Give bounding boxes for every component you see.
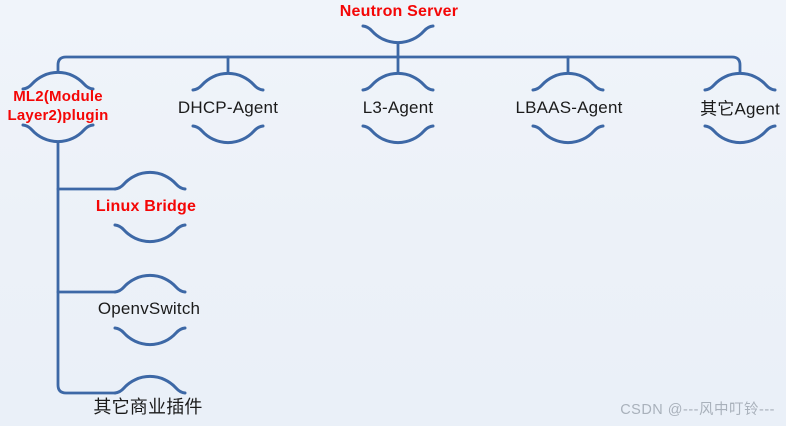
other-agent-node-arc-top bbox=[703, 71, 777, 92]
lbaas-node-arc-top bbox=[531, 71, 605, 92]
openvswitch-label: OpenvSwitch bbox=[97, 299, 201, 318]
ml2-plugin-label-line1: ML2(Module bbox=[13, 88, 103, 105]
other-agent-node-arc-bottom bbox=[703, 124, 777, 145]
neutron-server-node-arc bbox=[361, 24, 435, 45]
ml2-plugin-label-line2: Layer2)plugin bbox=[7, 107, 109, 124]
openvswitch-node-arc-bottom bbox=[113, 326, 187, 347]
l3-node-arc-top bbox=[361, 71, 435, 92]
linux-bridge-node-arc-top bbox=[113, 170, 187, 191]
ml2-plugin-label: ML2(Module Layer2)plugin bbox=[8, 87, 109, 125]
linux-bridge-label: Linux Bridge bbox=[95, 198, 197, 215]
lbaas-node-arc-bottom bbox=[531, 124, 605, 145]
openvswitch-node-arc-top bbox=[113, 273, 187, 294]
ml2-trunk bbox=[56, 140, 117, 395]
other-plugin-label: 其它商业插件 bbox=[93, 397, 203, 417]
l3-node-arc-bottom bbox=[361, 124, 435, 145]
lbaas-agent-label: LBAAS-Agent bbox=[515, 98, 623, 117]
neutron-server-label: Neutron Server bbox=[339, 3, 459, 20]
dhcp-agent-label: DHCP-Agent bbox=[177, 98, 279, 117]
dhcp-node-arc-top bbox=[191, 71, 265, 92]
ml2-node-arc-bottom bbox=[21, 123, 95, 144]
linux-bridge-node-arc-bottom bbox=[113, 223, 187, 244]
l3-agent-label: L3-Agent bbox=[362, 98, 434, 117]
other-plugin-node-arc-top bbox=[113, 374, 187, 395]
other-agent-label: 其它Agent bbox=[700, 99, 780, 119]
csdn-watermark: CSDN @---风中叮铃--- bbox=[620, 402, 775, 418]
dhcp-node-arc-bottom bbox=[191, 124, 265, 145]
